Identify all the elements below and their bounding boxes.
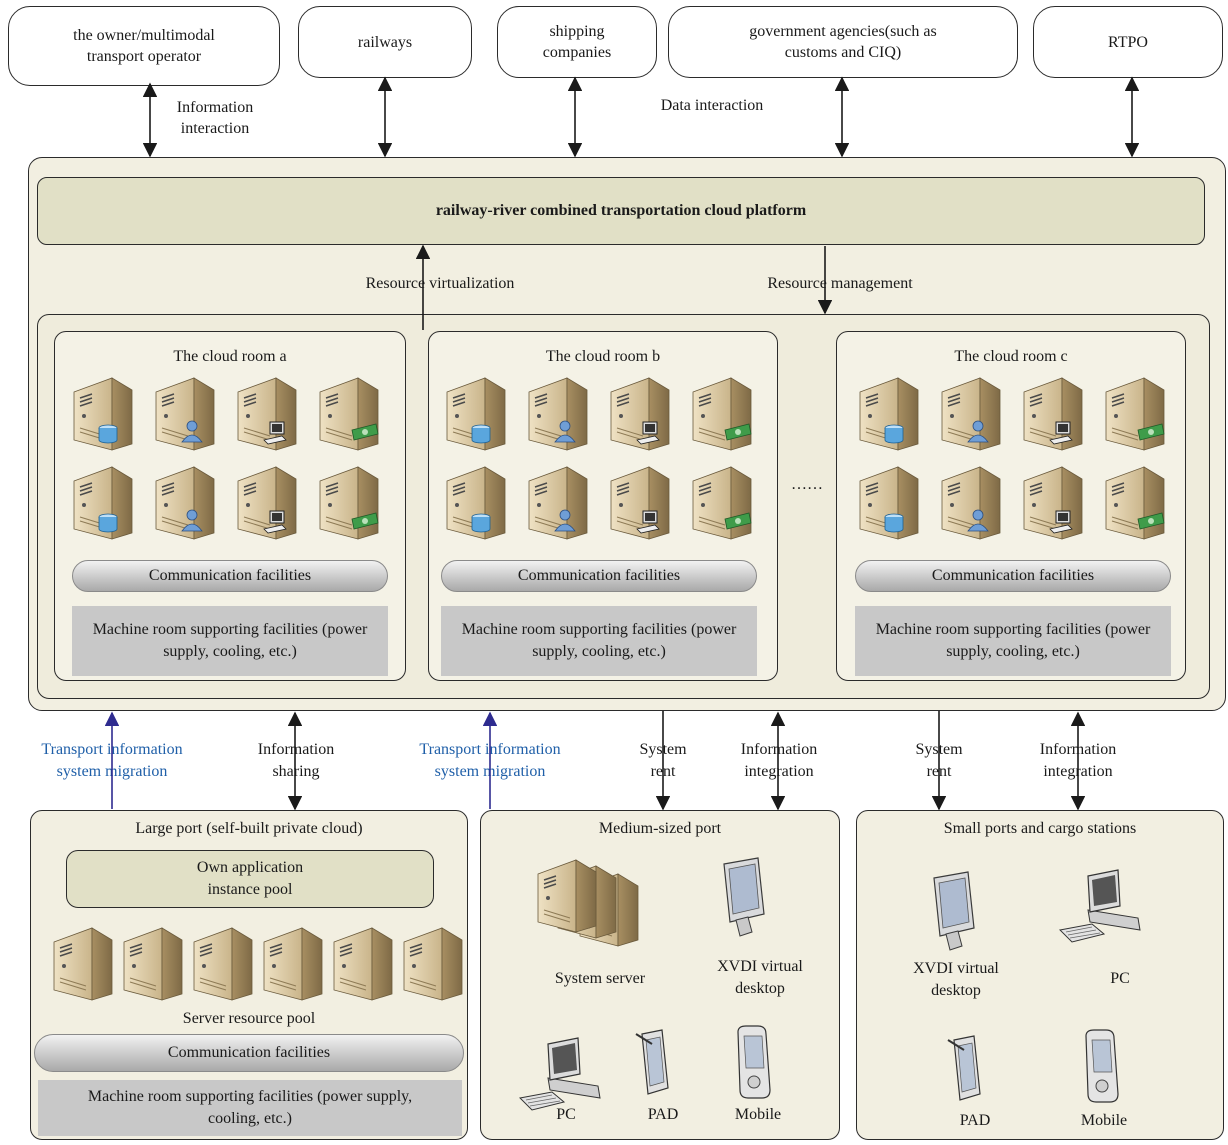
cloud-room-c-title: The cloud room c xyxy=(954,348,1068,365)
resource-management-label: Resource management xyxy=(767,275,913,292)
server-money-icon xyxy=(692,466,752,540)
cloud-room-b-title: The cloud room b xyxy=(545,348,661,365)
server-icon xyxy=(123,927,183,1001)
sharing-label: Information sharing xyxy=(257,741,335,780)
medium-mobile-label: Mobile xyxy=(734,1106,782,1123)
large-port-support: Machine room supporting facilities (powe… xyxy=(38,1080,462,1136)
server-user-icon xyxy=(155,377,215,451)
small-port-title: Small ports and cargo stations xyxy=(943,820,1137,837)
cloud-room-b-support: Machine room supporting facilities (powe… xyxy=(441,606,757,676)
medium-pad-label: PAD xyxy=(647,1106,679,1123)
server-database-icon xyxy=(446,377,506,451)
cloud-room-b-comm: Communication facilities xyxy=(441,560,757,592)
stakeholder-owner-label: the owner/multimodal transport operator xyxy=(73,27,215,65)
server-database-icon xyxy=(859,377,919,451)
server-database-icon xyxy=(859,466,919,540)
rent-label-2: System rent xyxy=(915,741,963,780)
server-computer-icon xyxy=(1023,466,1083,540)
server-money-icon xyxy=(692,377,752,451)
cloud-room-c-support: Machine room supporting facilities (powe… xyxy=(855,606,1171,676)
small-port-panel xyxy=(856,810,1224,1140)
more-rooms-ellipsis: …… xyxy=(791,476,823,493)
information-interaction-label: Information interaction xyxy=(176,99,254,137)
server-computer-icon xyxy=(237,377,297,451)
rent-label-1: System rent xyxy=(639,741,687,780)
medium-xvdi-label: XVDI virtual desktop xyxy=(717,958,803,997)
server-computer-icon xyxy=(610,466,670,540)
stakeholder-rtpo: RTPO xyxy=(1033,6,1223,78)
server-money-icon xyxy=(1105,466,1165,540)
server-icon xyxy=(53,927,113,1001)
medium-system-server-label: System server xyxy=(554,970,646,987)
server-user-icon xyxy=(941,377,1001,451)
server-money-icon xyxy=(319,377,379,451)
large-port-comm: Communication facilities xyxy=(34,1034,464,1072)
medium-pc-label: PC xyxy=(556,1106,576,1123)
stakeholder-railways: railways xyxy=(298,6,472,78)
server-user-icon xyxy=(528,377,588,451)
stakeholder-owner: the owner/multimodal transport operator xyxy=(8,6,280,86)
medium-port-title: Medium-sized port xyxy=(598,820,722,837)
stakeholder-shipping-label: shipping companies xyxy=(542,23,612,61)
server-icon xyxy=(403,927,463,1001)
cloud-platform-title: railway-river combined transportation cl… xyxy=(435,202,807,219)
server-icon xyxy=(333,927,393,1001)
small-pad-label: PAD xyxy=(959,1112,991,1129)
cloud-room-c-comm: Communication facilities xyxy=(855,560,1171,592)
server-database-icon xyxy=(73,466,133,540)
cloud-room-a-comm: Communication facilities xyxy=(72,560,388,592)
large-port-title: Large port (self-built private cloud) xyxy=(135,820,363,837)
migration-label-1: Transport information system migration xyxy=(41,741,183,780)
stakeholder-railways-label: railways xyxy=(357,33,413,51)
cloud-room-a-support: Machine room supporting facilities (powe… xyxy=(72,606,388,676)
server-computer-icon xyxy=(1023,377,1083,451)
stakeholder-government-label: government agencies(such as customs and … xyxy=(749,23,937,61)
server-resource-pool-label: Server resource pool xyxy=(182,1010,316,1027)
server-computer-icon xyxy=(610,377,670,451)
server-user-icon xyxy=(528,466,588,540)
server-icon xyxy=(263,927,323,1001)
stakeholder-government: government agencies(such as customs and … xyxy=(668,6,1018,78)
server-user-icon xyxy=(155,466,215,540)
integration-label-1: Information integration xyxy=(740,741,818,780)
migration-label-2: Transport information system migration xyxy=(419,741,561,780)
cloud-room-a-title: The cloud room a xyxy=(173,348,287,365)
small-mobile-label: Mobile xyxy=(1080,1112,1128,1129)
server-icon xyxy=(193,927,253,1001)
stakeholder-shipping: shipping companies xyxy=(497,6,657,78)
server-money-icon xyxy=(319,466,379,540)
small-pc-label: PC xyxy=(1110,970,1130,987)
cloud-platform-bar: railway-river combined transportation cl… xyxy=(37,177,1205,245)
server-money-icon xyxy=(1105,377,1165,451)
own-app-pool-label: Own application instance pool xyxy=(196,859,304,898)
server-computer-icon xyxy=(237,466,297,540)
own-app-pool: Own application instance pool xyxy=(66,850,434,908)
integration-label-2: Information integration xyxy=(1039,741,1117,780)
resource-virtualization-label: Resource virtualization xyxy=(365,275,515,292)
server-database-icon xyxy=(446,466,506,540)
server-user-icon xyxy=(941,466,1001,540)
small-xvdi-label: XVDI virtual desktop xyxy=(913,960,999,999)
server-database-icon xyxy=(73,377,133,451)
data-interaction-label: Data interaction xyxy=(660,97,764,114)
stakeholder-rtpo-label: RTPO xyxy=(1108,33,1148,51)
